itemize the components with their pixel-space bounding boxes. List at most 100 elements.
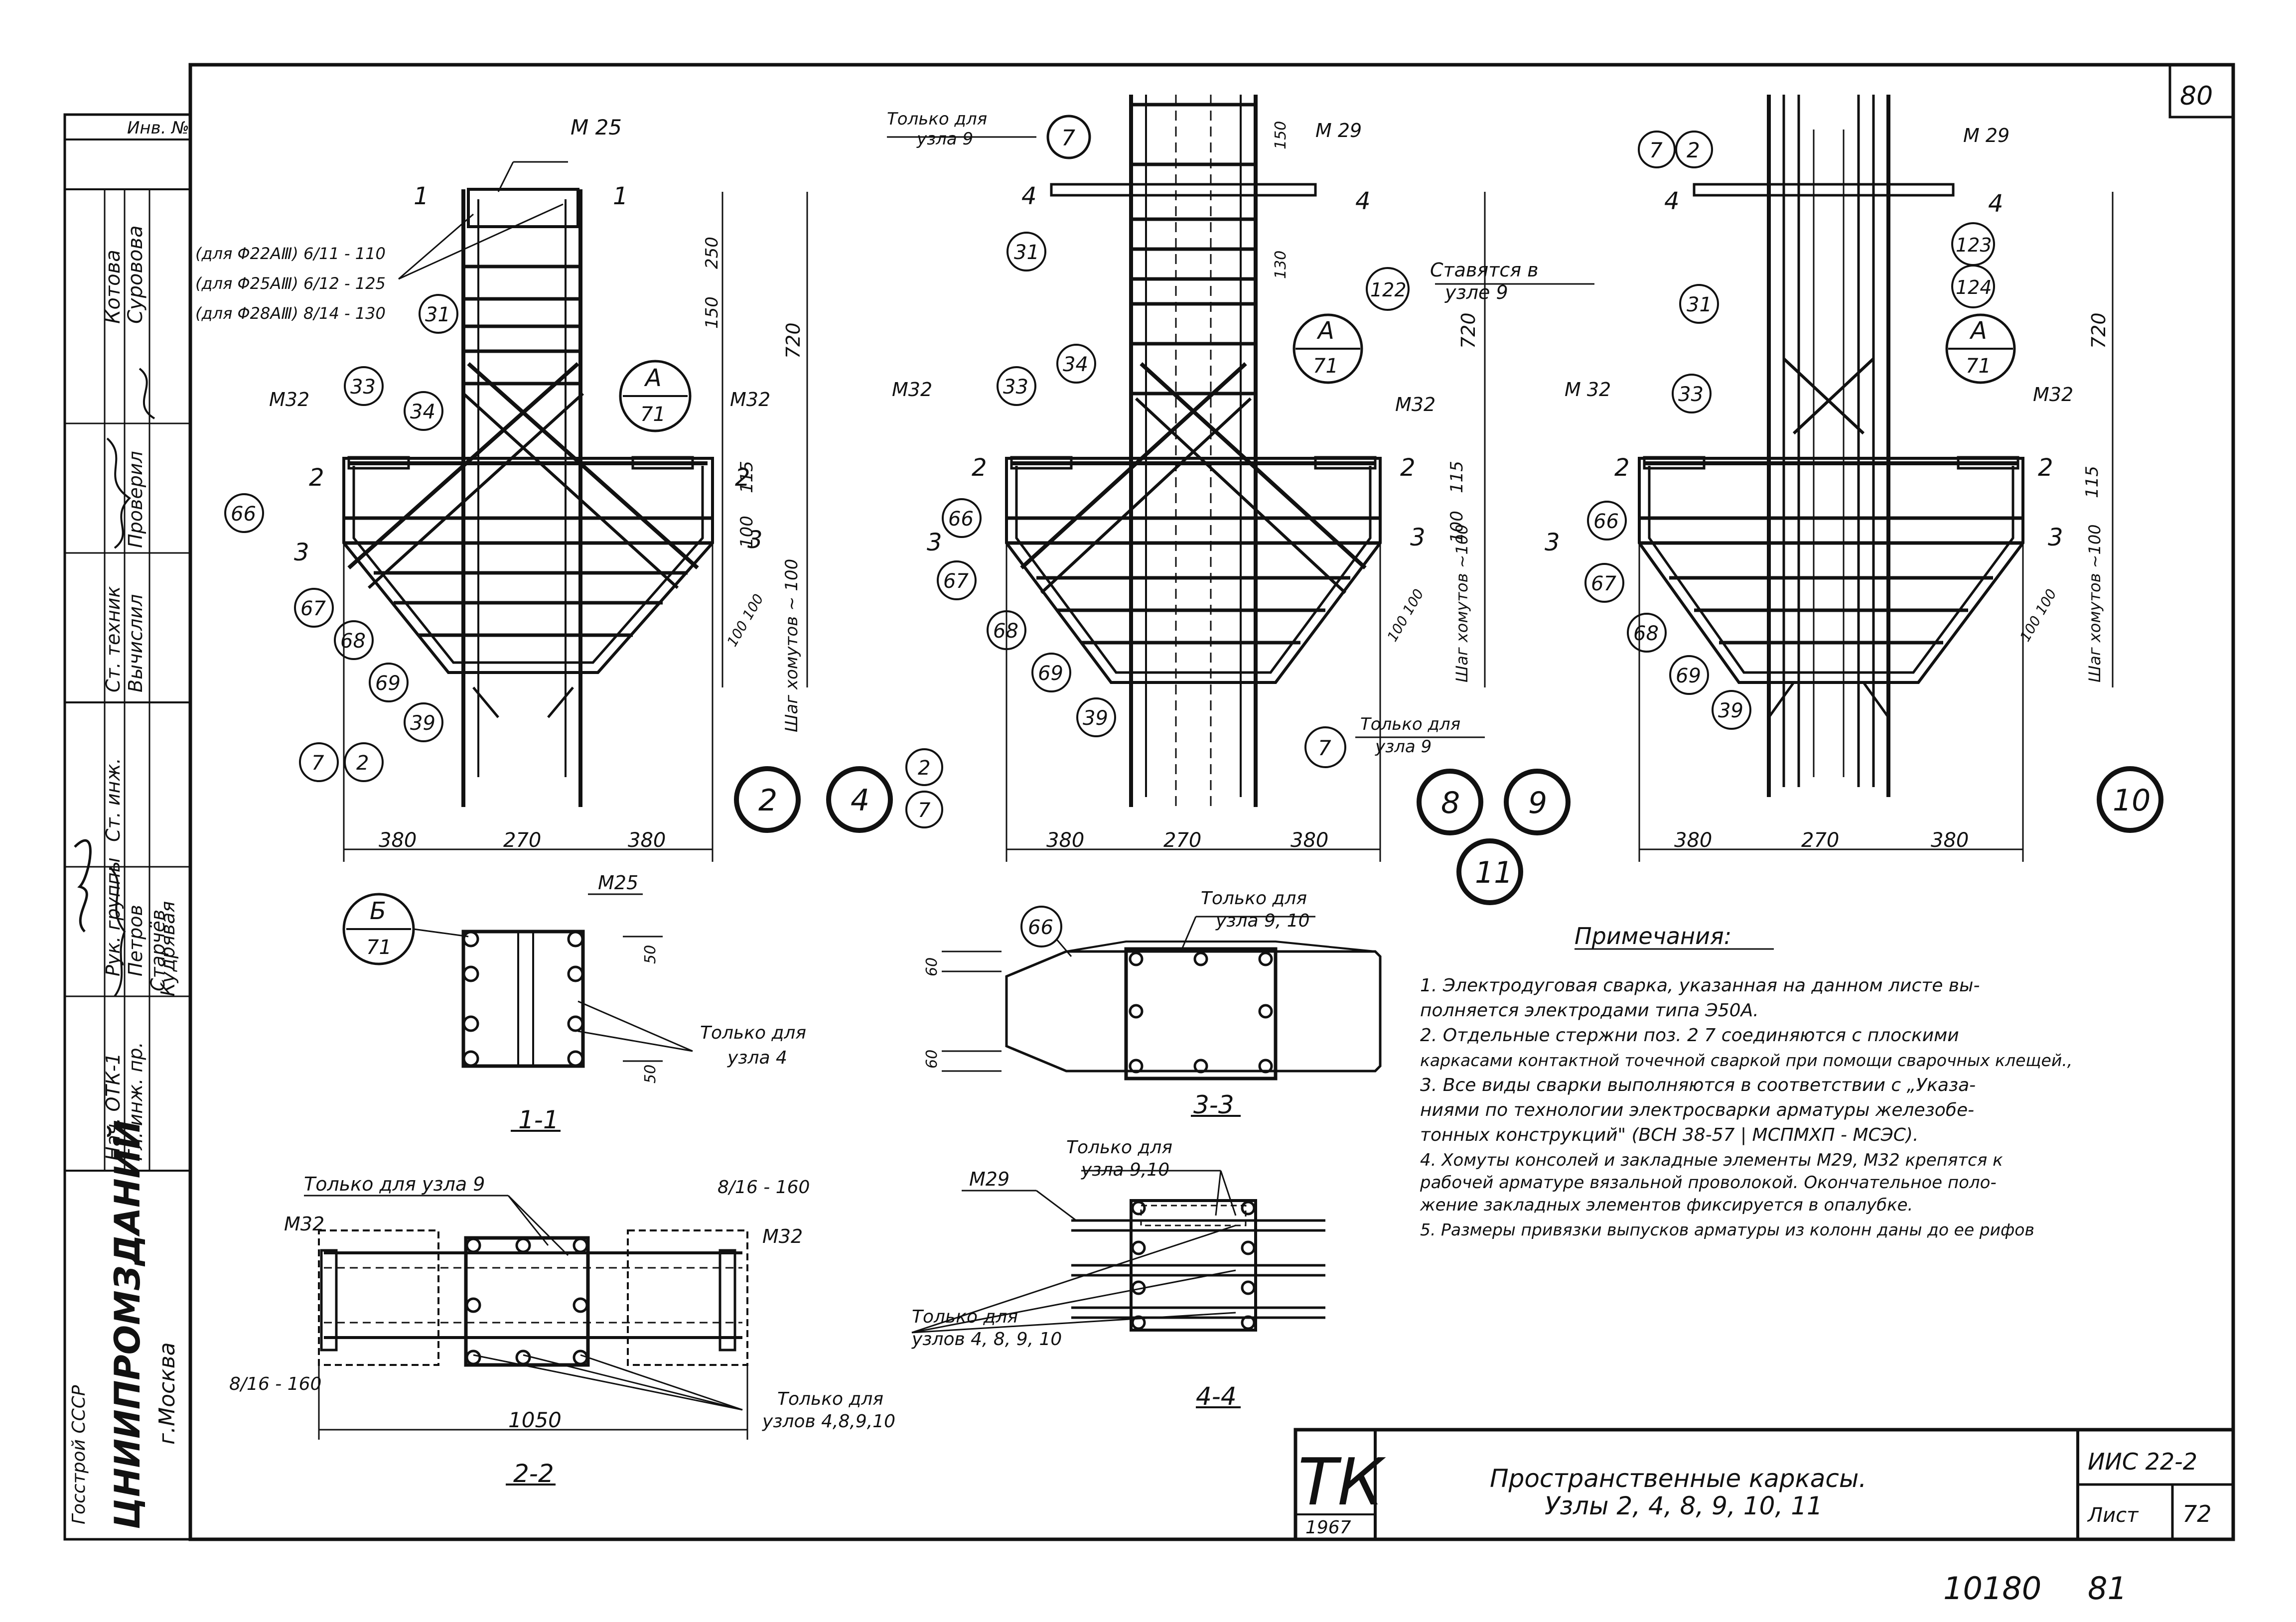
svg-text:4: 4 (1021, 182, 1037, 210)
mid-dim-bottom-1: 270 (1163, 829, 1201, 852)
left-bar-note-0: (для Φ22АⅢ) 6/11 - 110 (195, 244, 386, 263)
notes-line-9: жение закладных элементов фиксируется в … (1420, 1195, 1913, 1215)
title-sheet-label: Лист (2087, 1504, 2139, 1527)
sec22-bar-note-top: 8/16 - 160 (718, 1177, 810, 1198)
signature-scribble-3 (106, 437, 132, 549)
svg-text:66: 66 (948, 508, 974, 531)
svg-text:33: 33 (350, 376, 376, 399)
mid-dim-100: 100 (1447, 511, 1467, 543)
left-section-marks: 1 1 2 2 3 3 (294, 182, 763, 566)
title-line1: Пространственные каркасы. (1490, 1464, 1866, 1493)
inventory-label: Инв. № (127, 118, 189, 138)
svg-text:2: 2 (735, 464, 750, 492)
stamp-name-3: Вычислил (125, 594, 146, 692)
title-logo: ТК (1298, 1444, 1386, 1520)
svg-text:7: 7 (1061, 126, 1075, 151)
mid-only-for-top2: узла 9 (916, 129, 973, 149)
notes-line-7: 4. Хомуты консолей и закладные элементы … (1420, 1150, 2003, 1170)
title-sheet-number: 72 (2182, 1500, 2212, 1527)
sec22-only-for-bottom2: узлов 4,8,9,10 (762, 1411, 895, 1432)
svg-text:69: 69 (375, 672, 401, 695)
svg-text:71: 71 (640, 403, 666, 426)
left-dim-720: 720 (782, 322, 804, 359)
left-step-note: Шаг хомутов ~ 100 (782, 559, 802, 732)
mid-node-labels: 8 9 11 (1417, 769, 1571, 905)
section-2-2 (304, 1195, 748, 1486)
svg-text:2: 2 (758, 783, 777, 818)
org-name: ЦНИИПРОМЗДАНИЙ (107, 1120, 148, 1529)
svg-text:11: 11 (1475, 855, 1513, 890)
svg-text:7: 7 (918, 799, 931, 822)
left-node-labels: 2 4 (734, 766, 893, 833)
svg-text:3: 3 (747, 526, 763, 554)
svg-text:71: 71 (1313, 355, 1338, 378)
stamp-role-5: Котова (102, 250, 125, 324)
left-embed-left: М32 (269, 389, 309, 410)
svg-text:39: 39 (1083, 707, 1108, 730)
right-dim-720: 720 (2088, 312, 2110, 349)
svg-text:2: 2 (918, 757, 930, 780)
svg-text:7: 7 (1649, 138, 1663, 162)
right-step-note: Шаг хомутов ~100 (2085, 524, 2104, 682)
svg-text:4: 4 (1988, 190, 2004, 218)
mid-placed-note: Ставятся в (1430, 259, 1539, 281)
svg-text:7: 7 (1318, 736, 1331, 760)
sec11-callout-top: Б (370, 897, 386, 925)
notes-line-2: 2. Отдельные стержни поз. 2 7 соединяютс… (1420, 1025, 1959, 1046)
svg-text:67: 67 (1591, 572, 1616, 595)
mid-dim-115: 115 (1447, 461, 1467, 493)
sec33-title: 3-3 (1193, 1090, 1234, 1119)
sec11-dim-1: 50 (642, 1065, 659, 1083)
sec22-dim-total: 1050 (508, 1408, 562, 1432)
svg-text:31: 31 (1014, 241, 1039, 264)
svg-text:2: 2 (1687, 138, 1700, 162)
left-dim-bottom-2: 380 (628, 829, 666, 852)
sec11-title: 1-1 (518, 1105, 559, 1134)
signature-scribble-2 (109, 866, 126, 997)
svg-text:2: 2 (309, 464, 324, 492)
mid-only-for-bottom: Только для (1360, 714, 1460, 734)
svg-text:66: 66 (1593, 510, 1619, 533)
sec22-embed-left: М32 (284, 1213, 324, 1235)
right-embed-left: М 32 (1565, 379, 1611, 401)
sec11-only-for2: узла 4 (727, 1048, 787, 1068)
stamp-role-0: Нач. ОТК-1 (102, 1053, 124, 1161)
sec22-bar-note-left: 8/16 - 160 (229, 1374, 321, 1394)
notes-line-5: ниями по технологии электросварки армату… (1420, 1100, 1974, 1120)
svg-text:1: 1 (414, 182, 429, 210)
signature-scribble-1 (74, 839, 92, 933)
right-embed-right: М32 (2033, 384, 2073, 406)
sec33-dim-1: 60 (923, 1050, 941, 1069)
svg-text:8: 8 (1441, 786, 1460, 820)
svg-text:33: 33 (1678, 383, 1704, 406)
left-dim-100: 100 (737, 516, 757, 548)
title-series: ИИС 22-2 (2088, 1448, 2197, 1475)
svg-text:122: 122 (1370, 279, 1407, 301)
mid-dim-150: 150 (1272, 121, 1290, 149)
svg-text:67: 67 (943, 570, 969, 593)
mid-dim-130: 130 (1272, 251, 1290, 279)
svg-text:7: 7 (311, 752, 324, 775)
stamp-role-4: Ст. техник (102, 586, 124, 692)
sec22-embed-right: М32 (762, 1225, 803, 1247)
right-position-markers: 7 2 31 123 124 33 66 67 68 69 39 (1584, 131, 1995, 730)
section-3-3 (942, 906, 1382, 1117)
sec11-dim-0: 50 (642, 945, 659, 964)
svg-text:А: А (1969, 317, 1987, 345)
page-number-box (2168, 63, 2235, 119)
stamp-name-1: Старчёв (147, 910, 169, 991)
svg-text:71: 71 (1966, 355, 1991, 378)
svg-text:1: 1 (613, 182, 628, 210)
svg-text:2: 2 (1614, 454, 1630, 482)
svg-text:3: 3 (2048, 524, 2063, 551)
view-middle (887, 95, 1594, 862)
mid-dim-bottom-0: 380 (1046, 829, 1084, 852)
svg-text:66: 66 (231, 503, 256, 526)
sec33-only-for2: узла 9, 10 (1215, 911, 1310, 931)
left-dim-bottom-1: 270 (503, 829, 541, 852)
svg-text:2: 2 (972, 454, 987, 482)
signature-scribble-4 (139, 368, 155, 419)
left-dim-115: 115 (737, 461, 757, 493)
svg-text:123: 123 (1956, 234, 1992, 256)
svg-text:39: 39 (410, 712, 435, 735)
